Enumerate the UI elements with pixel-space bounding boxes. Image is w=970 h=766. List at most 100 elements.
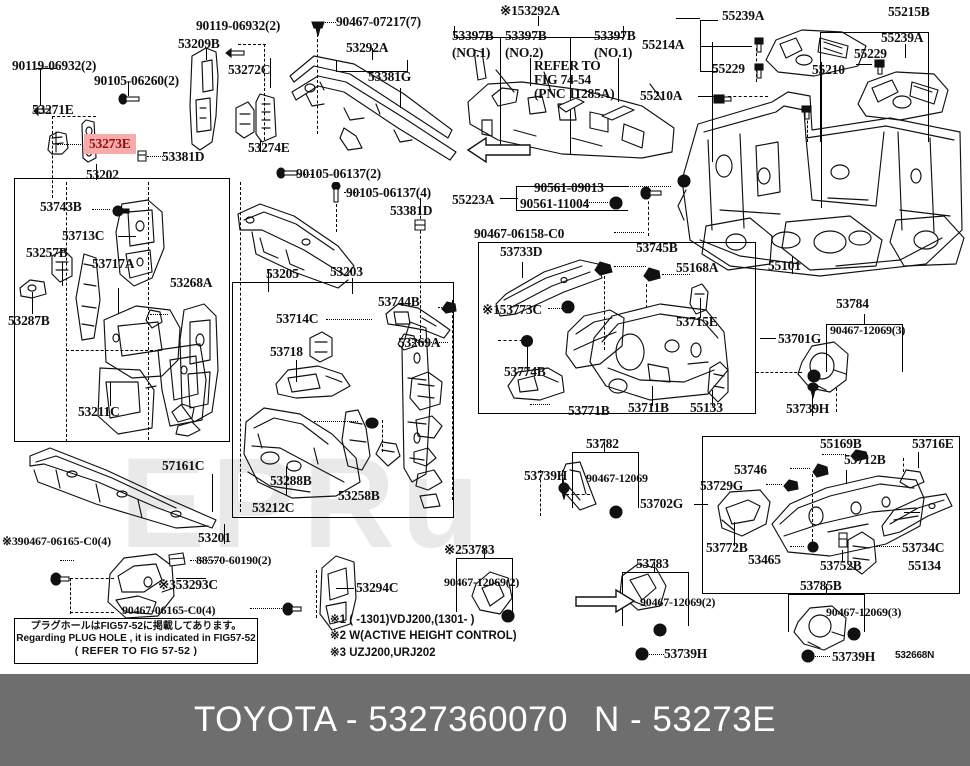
label-53397b-1: 53397B <box>452 28 494 43</box>
label-55210: 55210 <box>812 62 845 77</box>
label-53268a: 53268A <box>170 275 213 290</box>
label-53729g: 53729G <box>700 478 744 493</box>
dash-390467 <box>70 578 114 579</box>
label-53701g: 53701G <box>778 331 822 346</box>
label-53743b: 53743B <box>40 199 82 214</box>
bolt-53739h-a <box>806 382 820 405</box>
footer-ref-dash: - <box>629 700 643 739</box>
leader-53782-v <box>604 442 606 452</box>
dash-53701g <box>756 372 802 373</box>
bracket-253783-r <box>512 558 514 612</box>
bolt-55229-b <box>800 104 814 125</box>
art-53257b-bracket <box>48 248 76 284</box>
leader-153292a-v <box>538 16 540 26</box>
dash-53202-right <box>148 182 149 440</box>
art-53772b-bracket <box>714 488 772 540</box>
plug-hole-note-en: Regarding PLUG HOLE , it is indicated in… <box>16 633 256 645</box>
leader-353293c <box>176 578 206 580</box>
leader-55134 <box>876 546 900 547</box>
label-53397b-2-no: (NO.2) <box>505 45 544 60</box>
leader-55214a <box>700 46 752 48</box>
bolt-90561-11004 <box>608 196 624 215</box>
dash-55210a <box>728 96 768 97</box>
group-box-53203 <box>232 282 454 518</box>
bolt-90119-06932-a <box>32 104 52 122</box>
dash-53294c <box>316 570 317 618</box>
plug-hole-note: プラグホールはFIG57-52に掲載してあります。 Regarding PLUG… <box>14 618 258 664</box>
label-53734c: 53734C <box>902 540 945 555</box>
art-53744b-rail <box>384 300 452 340</box>
leader-53717a-v <box>118 288 120 314</box>
label-90105-06137-4: 90105-06137(4) <box>346 185 431 200</box>
label-53745b: 53745B <box>636 240 678 255</box>
leader-90467-06165 <box>250 608 282 609</box>
art-53294c-panel <box>316 554 360 632</box>
label-53397b-3: 53397B <box>594 28 636 43</box>
label-53785b: 53785B <box>800 578 842 593</box>
leader-53745b <box>614 266 646 267</box>
art-53734c-rail <box>880 492 954 538</box>
label-53205: 53205 <box>266 266 299 281</box>
label-55169b: 55169B <box>820 436 862 451</box>
leader-90561-11004 <box>584 202 608 203</box>
art-53714c-bracket <box>306 330 336 364</box>
leader-53716e-v <box>918 452 920 468</box>
art-55214a-duct <box>762 24 872 80</box>
label-53273e-highlighted[interactable]: 53273E <box>84 134 136 155</box>
leader-55101-v <box>792 256 794 274</box>
leader-53381d-b-v <box>420 198 422 214</box>
label-53274e: 53274E <box>248 140 290 155</box>
leader-55229-b <box>856 64 872 66</box>
art-53782-bracket <box>556 460 600 512</box>
label-353293c: ※353293C <box>158 577 218 592</box>
bolt-90561-09013 <box>676 174 692 193</box>
footer-ref-prefix: N <box>593 700 620 739</box>
bolt-90467-12069-a <box>806 368 822 389</box>
art-53268a-clip <box>142 306 166 330</box>
leader-53205-v <box>268 270 270 292</box>
leader-55223a <box>500 198 518 200</box>
plug-hole-note-jp: プラグホールはFIG57-52に掲載してあります。 <box>30 621 242 632</box>
label-90561-11004: 90561-11004 <box>520 196 590 211</box>
leader-53784-v <box>864 314 866 324</box>
leader-53702g <box>694 504 708 506</box>
dash-53716e <box>903 458 904 472</box>
leader-53288b <box>314 421 358 422</box>
dash-53774b <box>498 340 528 341</box>
bolt-90119-06932-b <box>224 46 246 64</box>
art-55134-bracket <box>844 530 880 576</box>
art-53701-inner-rail <box>564 306 628 376</box>
dash-53271e <box>52 116 53 198</box>
leader-53287b-v <box>32 292 34 314</box>
leader-53465 <box>790 546 804 547</box>
label-53397b-1-no: (NO.1) <box>452 45 491 60</box>
bolt-53739h-b <box>556 482 572 505</box>
label-53714c: 53714C <box>276 311 319 326</box>
leader-53701g <box>760 338 776 340</box>
label-90119-06932-b: 90119-06932(2) <box>196 18 281 33</box>
label-53711b: 53711B <box>628 400 669 415</box>
leader-53269a <box>412 342 448 343</box>
label-55229-b: 55229 <box>854 46 887 61</box>
label-90467-06158-c0: 90467-06158-C0 <box>474 226 565 241</box>
leader-53294c <box>336 588 354 590</box>
bolt-53744b-clip <box>440 300 458 319</box>
bolt-53746 <box>810 462 830 483</box>
refer-note-line3: (PNC 11285A) <box>534 86 615 101</box>
art-53203-side-clips <box>406 370 450 510</box>
bolt-55239a-a <box>752 36 766 59</box>
art-53258b-clip <box>372 438 404 468</box>
label-53212c: 53212C <box>252 500 295 515</box>
label-53209b: 53209B <box>178 36 220 51</box>
bolt-90467-06165 <box>282 602 302 621</box>
bolt-53745b <box>592 260 614 281</box>
label-90467-12069-a: 90467-12069 <box>586 471 648 485</box>
leader-53739h-c <box>646 654 664 655</box>
leader-53397b-3-v <box>618 58 620 102</box>
leader-53715e-v <box>700 298 702 318</box>
dash-53258b <box>382 420 383 452</box>
art-53271e-bracket <box>44 124 80 160</box>
dash-53381d-b <box>420 206 421 338</box>
leader-53734c <box>904 512 920 514</box>
dash-390467-v <box>70 578 71 614</box>
